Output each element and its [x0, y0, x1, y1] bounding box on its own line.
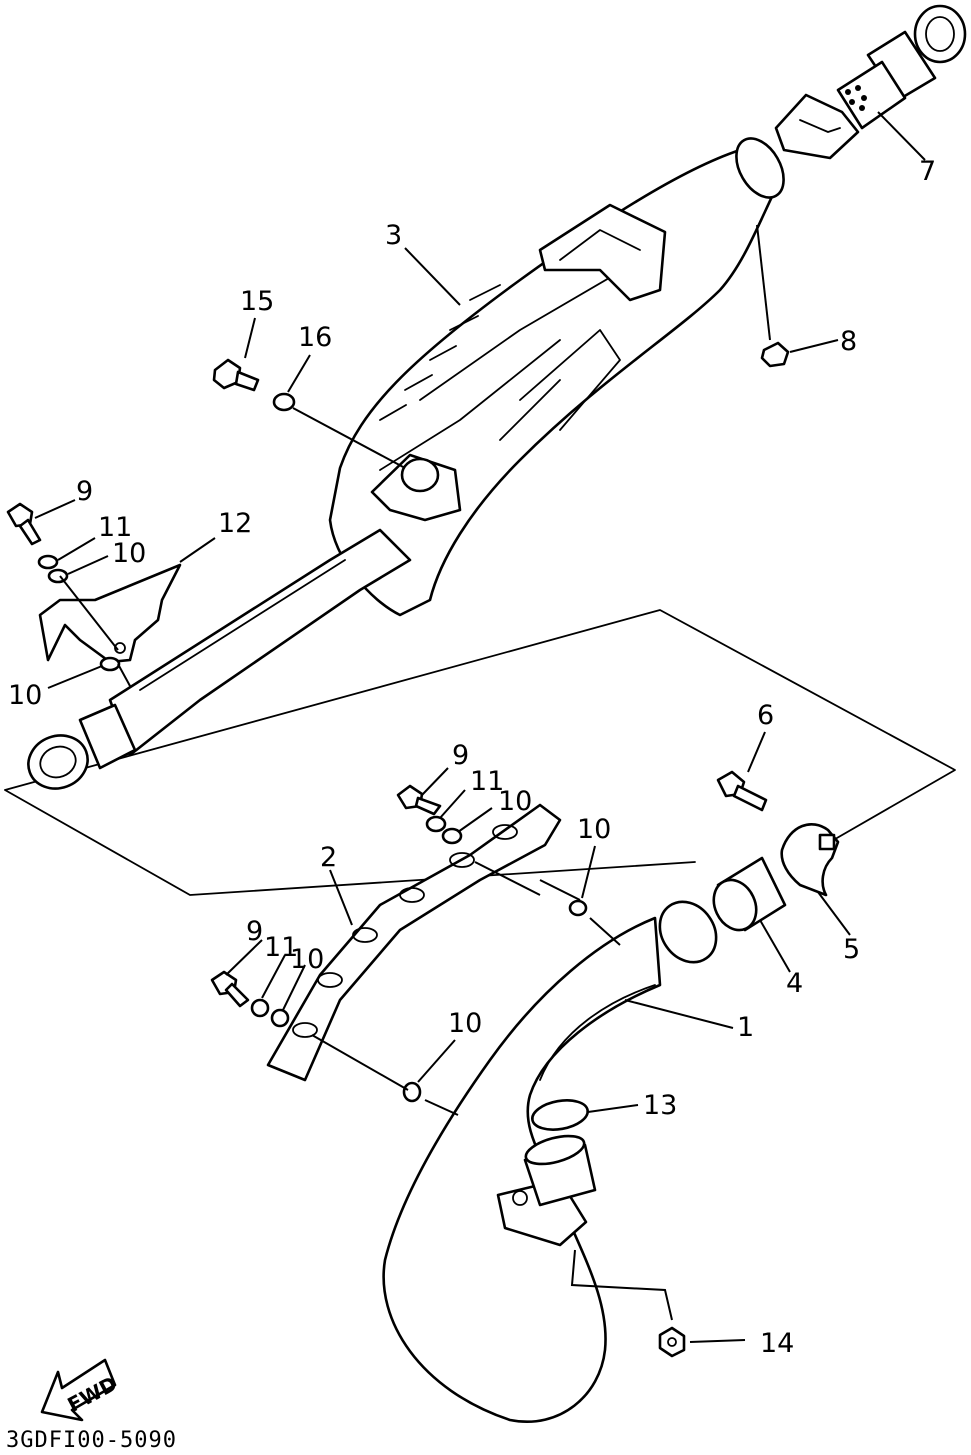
assembly-outline — [4, 609, 956, 896]
washer-11-upper — [37, 554, 59, 570]
callout-4: 4 — [786, 968, 803, 999]
bolt-9-lower — [210, 970, 250, 1008]
callout-9-middle: 9 — [452, 740, 469, 771]
callout-2: 2 — [320, 842, 337, 873]
washer-11-middle — [425, 815, 447, 833]
nut-14 — [658, 1326, 686, 1358]
washer-16 — [272, 392, 296, 412]
spark-arrester — [774, 4, 967, 160]
protector-bracket — [38, 563, 182, 664]
washer-10-mid — [99, 656, 121, 672]
forward-arrow-icon: FWD — [40, 1358, 121, 1422]
muffler — [328, 137, 785, 617]
callout-16: 16 — [298, 322, 332, 353]
bolt-9-upper — [6, 502, 42, 546]
leader-lines — [34, 111, 926, 1343]
exhaust-gasket — [531, 1099, 589, 1131]
bolt-8 — [760, 341, 790, 368]
pipe-protector — [266, 803, 562, 1082]
diagram-code: 3GDFI00-5090 — [6, 1428, 177, 1453]
callout-7: 7 — [919, 156, 936, 187]
muffler-pipe — [27, 528, 412, 790]
callout-11-middle: 11 — [470, 766, 504, 797]
callout-10-right: 10 — [577, 814, 611, 845]
callout-8: 8 — [840, 326, 857, 357]
washer-10-middle — [441, 827, 463, 845]
callout-14: 14 — [760, 1328, 794, 1359]
washer-11-lower — [250, 998, 270, 1018]
clamp — [780, 823, 840, 897]
callout-10-upper: 10 — [112, 538, 146, 569]
callout-5: 5 — [843, 934, 860, 965]
callout-10-lower: 10 — [290, 944, 324, 975]
callout-6: 6 — [757, 700, 774, 731]
callout-9-upper: 9 — [76, 476, 93, 507]
callout-10-middle: 10 — [498, 786, 532, 817]
washer-10-bottom — [402, 1081, 422, 1103]
exhaust-pipe — [382, 900, 718, 1423]
callout-13: 13 — [643, 1090, 677, 1121]
callout-10-bottom: 10 — [448, 1008, 482, 1039]
washer-10-right — [568, 899, 588, 917]
bolt-6 — [716, 770, 768, 812]
gasket — [712, 856, 787, 932]
callout-1: 1 — [737, 1012, 754, 1043]
washer-10-lower — [270, 1008, 290, 1028]
callout-12: 12 — [218, 508, 252, 539]
callout-3: 3 — [385, 220, 402, 251]
callout-11-lower: 11 — [264, 932, 298, 963]
callout-15: 15 — [240, 286, 274, 317]
callout-9-lower: 9 — [246, 916, 263, 947]
bolt-9-middle — [396, 784, 442, 816]
callout-10-left: 10 — [8, 680, 42, 711]
bolt-15 — [212, 358, 260, 392]
callout-11-upper: 11 — [98, 512, 132, 543]
